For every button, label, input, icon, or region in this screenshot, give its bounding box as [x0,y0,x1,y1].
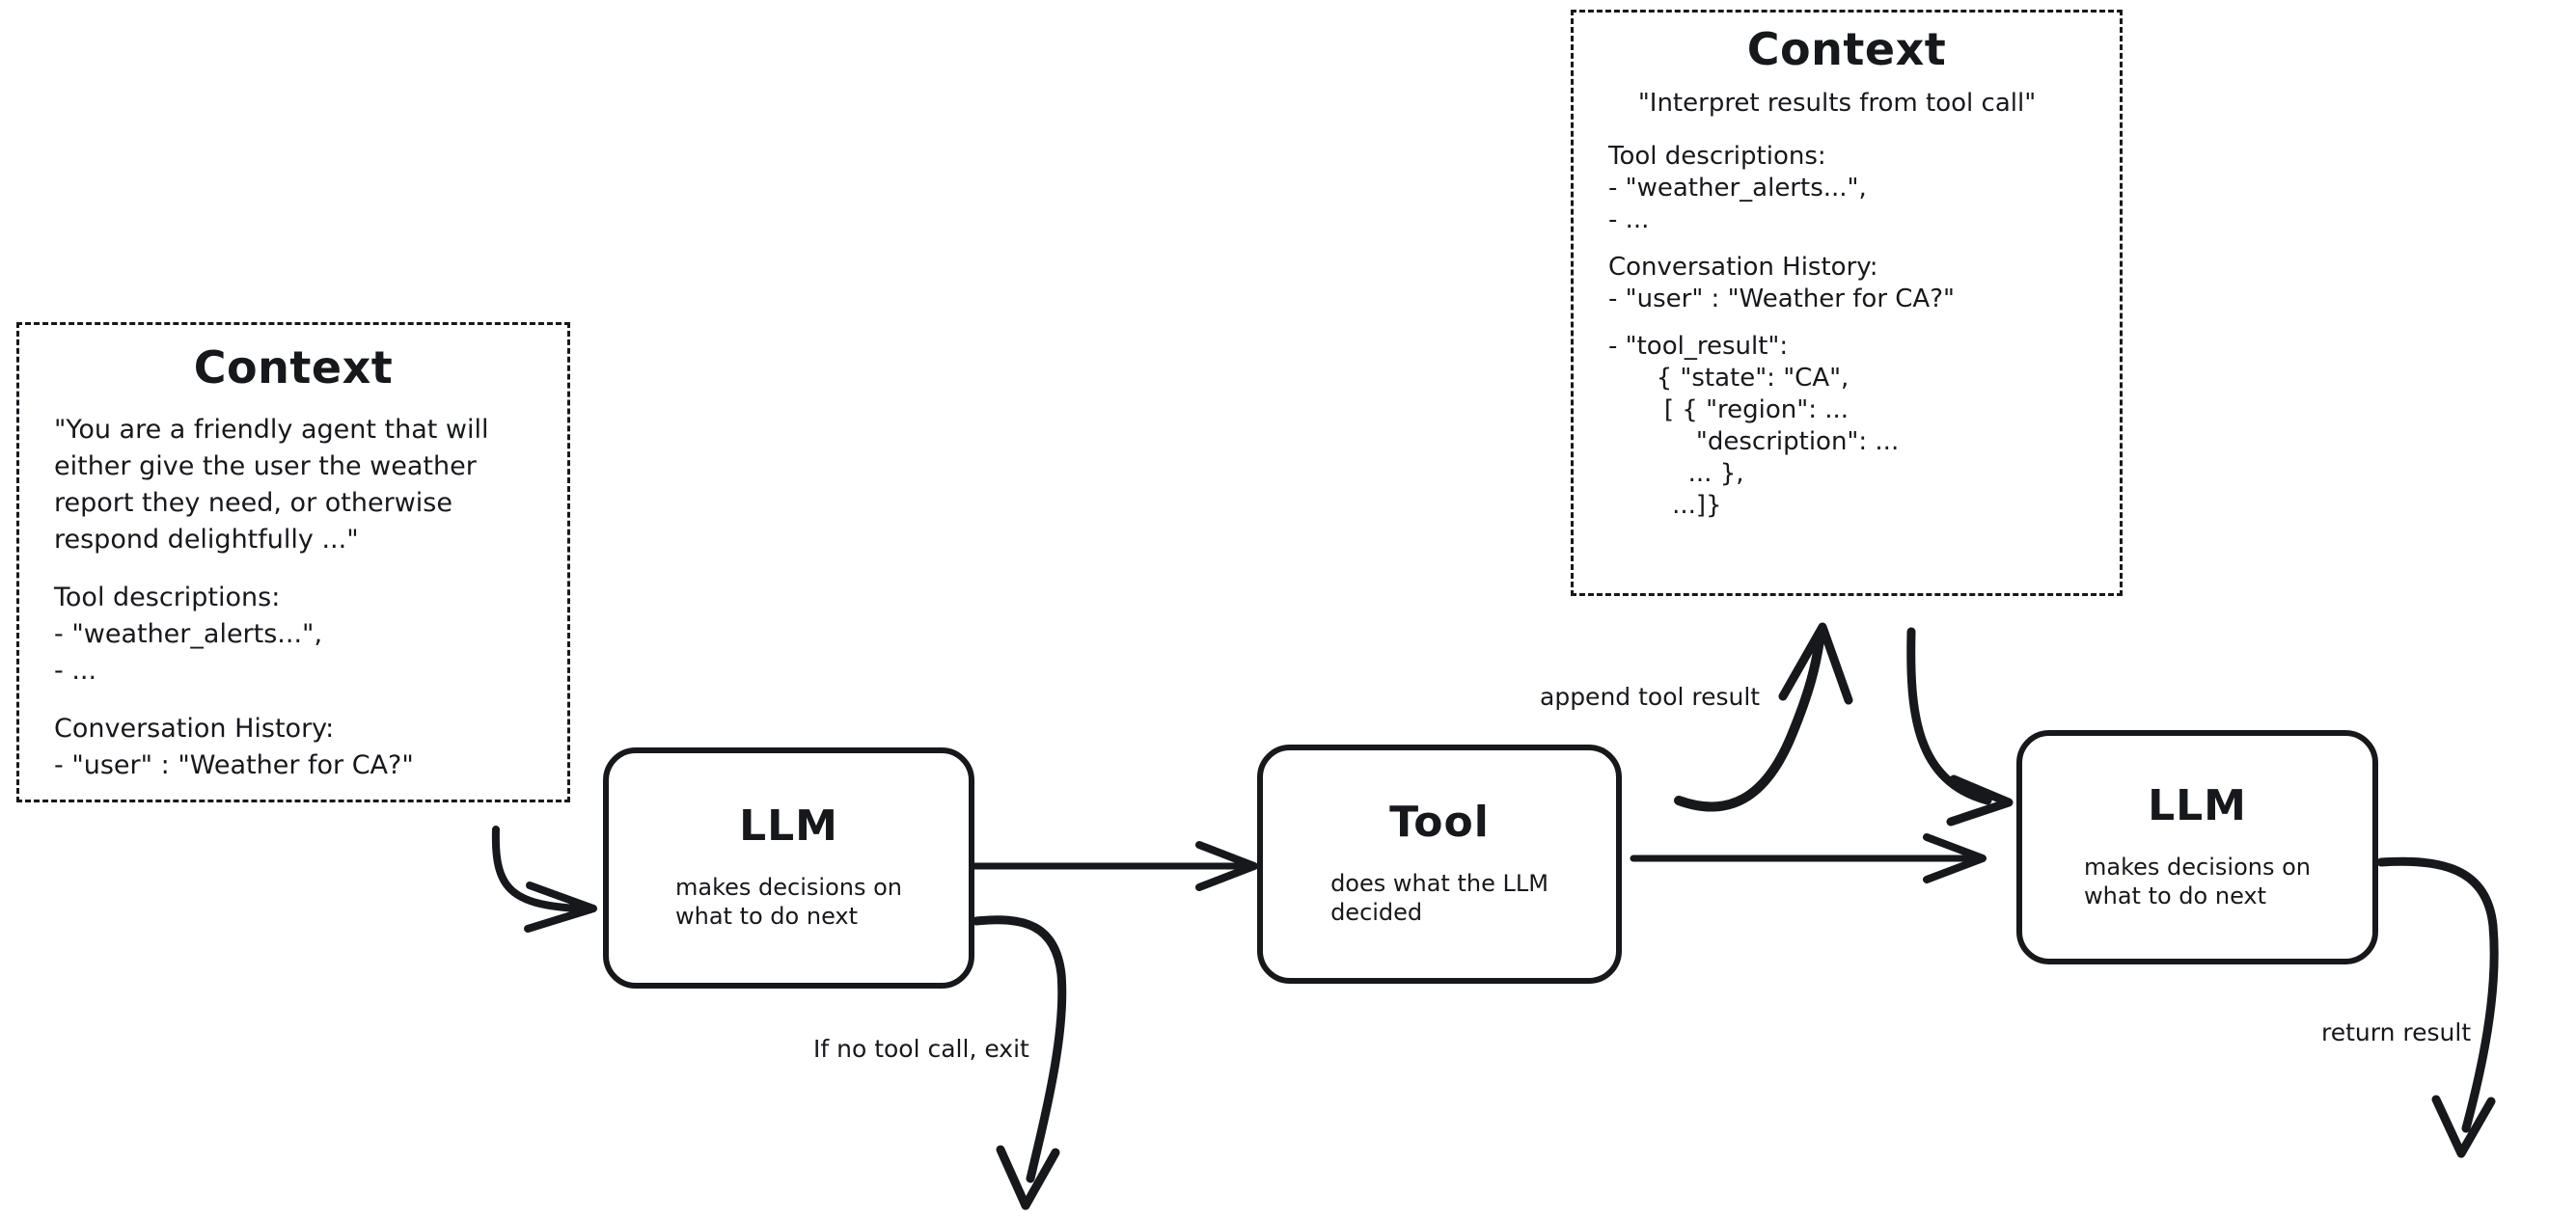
edge-label-if-no-tool-call-exit: If no tool call, exit [813,1035,1029,1063]
node-llm-first-title: LLM [739,801,838,851]
edge-llm-to-tool [968,841,1258,891]
node-tool-subtitle: does what the LLM decided [1330,870,1548,926]
node-llm-first[interactable]: LLM makes decisions on what to do next [603,747,974,989]
context-left-system-prompt: "You are a friendly agent that will eith… [54,415,489,556]
node-tool[interactable]: Tool does what the LLM decided [1257,745,1622,984]
context-right-title: Context [1746,23,1947,75]
context-left-conversation-heading: Conversation History: [54,714,335,745]
edge-append-tool-result [1674,622,1853,812]
edge-context-to-llm [491,826,597,933]
context-right-system-prompt: "Interpret results from tool call" [1637,89,2037,119]
context-left-conversation-items: - "user" : "Weather for CA?" [54,750,414,781]
node-llm-second[interactable]: LLM makes decisions on what to do next [2016,730,2378,964]
context-left-tool-descriptions-items: - "weather_alerts...", - ... [54,619,323,687]
context-right-conversation-user: - "user" : "Weather for CA?" [1608,285,1955,314]
context-left-title: Context [193,341,394,393]
context-box-right: Context "Interpret results from tool cal… [1571,10,2123,596]
edge-return-result [2376,856,2499,1158]
context-right-tool-descriptions-heading: Tool descriptions: [1608,142,1826,172]
context-right-tool-descriptions-items: - "weather_alerts...", - ... [1608,174,1867,235]
edge-context-to-llm-second [1906,627,2014,827]
node-llm-second-subtitle: makes decisions on what to do next [2084,853,2311,909]
context-box-left: Context "You are a friendly agent that w… [16,322,570,802]
edge-label-append-tool-result: append tool result [1540,683,1761,711]
edge-tool-to-llm [1630,833,1987,883]
edge-label-return-result: return result [2321,1018,2472,1046]
context-left-tool-descriptions-heading: Tool descriptions: [54,583,281,613]
node-tool-title: Tool [1389,798,1490,847]
node-llm-second-title: LLM [2148,780,2247,830]
context-right-conversation-heading: Conversation History: [1608,253,1878,283]
context-right-conversation-tool-result: - "tool_result": { "state": "CA", [ { "r… [1608,332,1900,521]
node-llm-first-subtitle: makes decisions on what to do next [675,874,902,930]
